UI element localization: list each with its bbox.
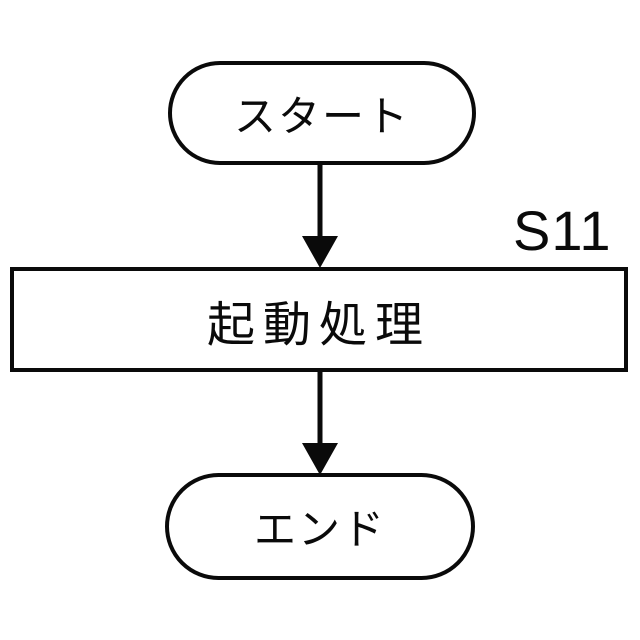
arrowhead-down-icon bbox=[302, 443, 338, 475]
process-box-node: 起動処理 bbox=[10, 267, 628, 372]
end-node-label: エンド bbox=[253, 506, 386, 553]
arrowhead-down-icon bbox=[302, 236, 338, 268]
end-terminal-node: エンド bbox=[165, 473, 475, 580]
process-step-label: S11 bbox=[513, 199, 612, 262]
arrow-process-to-end bbox=[302, 371, 338, 475]
arrow-start-to-process bbox=[302, 164, 338, 268]
start-terminal-node: スタート bbox=[168, 61, 476, 165]
start-node-label: スタート bbox=[233, 92, 410, 140]
process-node-label: 起動処理 bbox=[206, 298, 431, 352]
